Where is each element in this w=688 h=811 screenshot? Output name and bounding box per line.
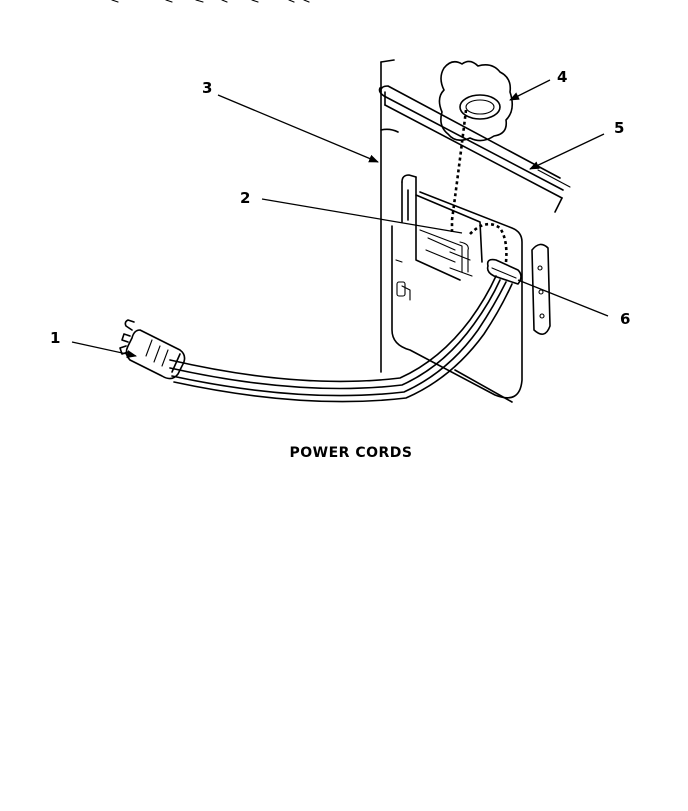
strain-relief-detail <box>438 60 514 142</box>
mounting-bracket <box>531 243 551 335</box>
leader-2 <box>261 198 463 234</box>
diagram-caption: POWER CORDS <box>290 445 413 461</box>
cord-routing-path <box>450 109 508 263</box>
leader-1 <box>71 341 137 358</box>
power-cord <box>169 258 522 403</box>
terminal-box-recess <box>391 174 523 403</box>
leader-4 <box>509 79 551 101</box>
plug <box>119 319 186 380</box>
leader-6 <box>517 279 609 317</box>
leader-5 <box>529 133 605 170</box>
callout-2: 2 <box>240 189 250 207</box>
callout-4: 4 <box>557 68 567 86</box>
cabinet-back-panel <box>378 59 571 373</box>
callout-6: 6 <box>620 310 630 328</box>
callout-3: 3 <box>202 79 212 97</box>
leader-lines <box>71 79 609 358</box>
leader-3 <box>217 94 379 163</box>
callout-5: 5 <box>614 119 624 137</box>
top-edge-fragment <box>111 0 310 3</box>
callout-1: 1 <box>50 329 60 347</box>
